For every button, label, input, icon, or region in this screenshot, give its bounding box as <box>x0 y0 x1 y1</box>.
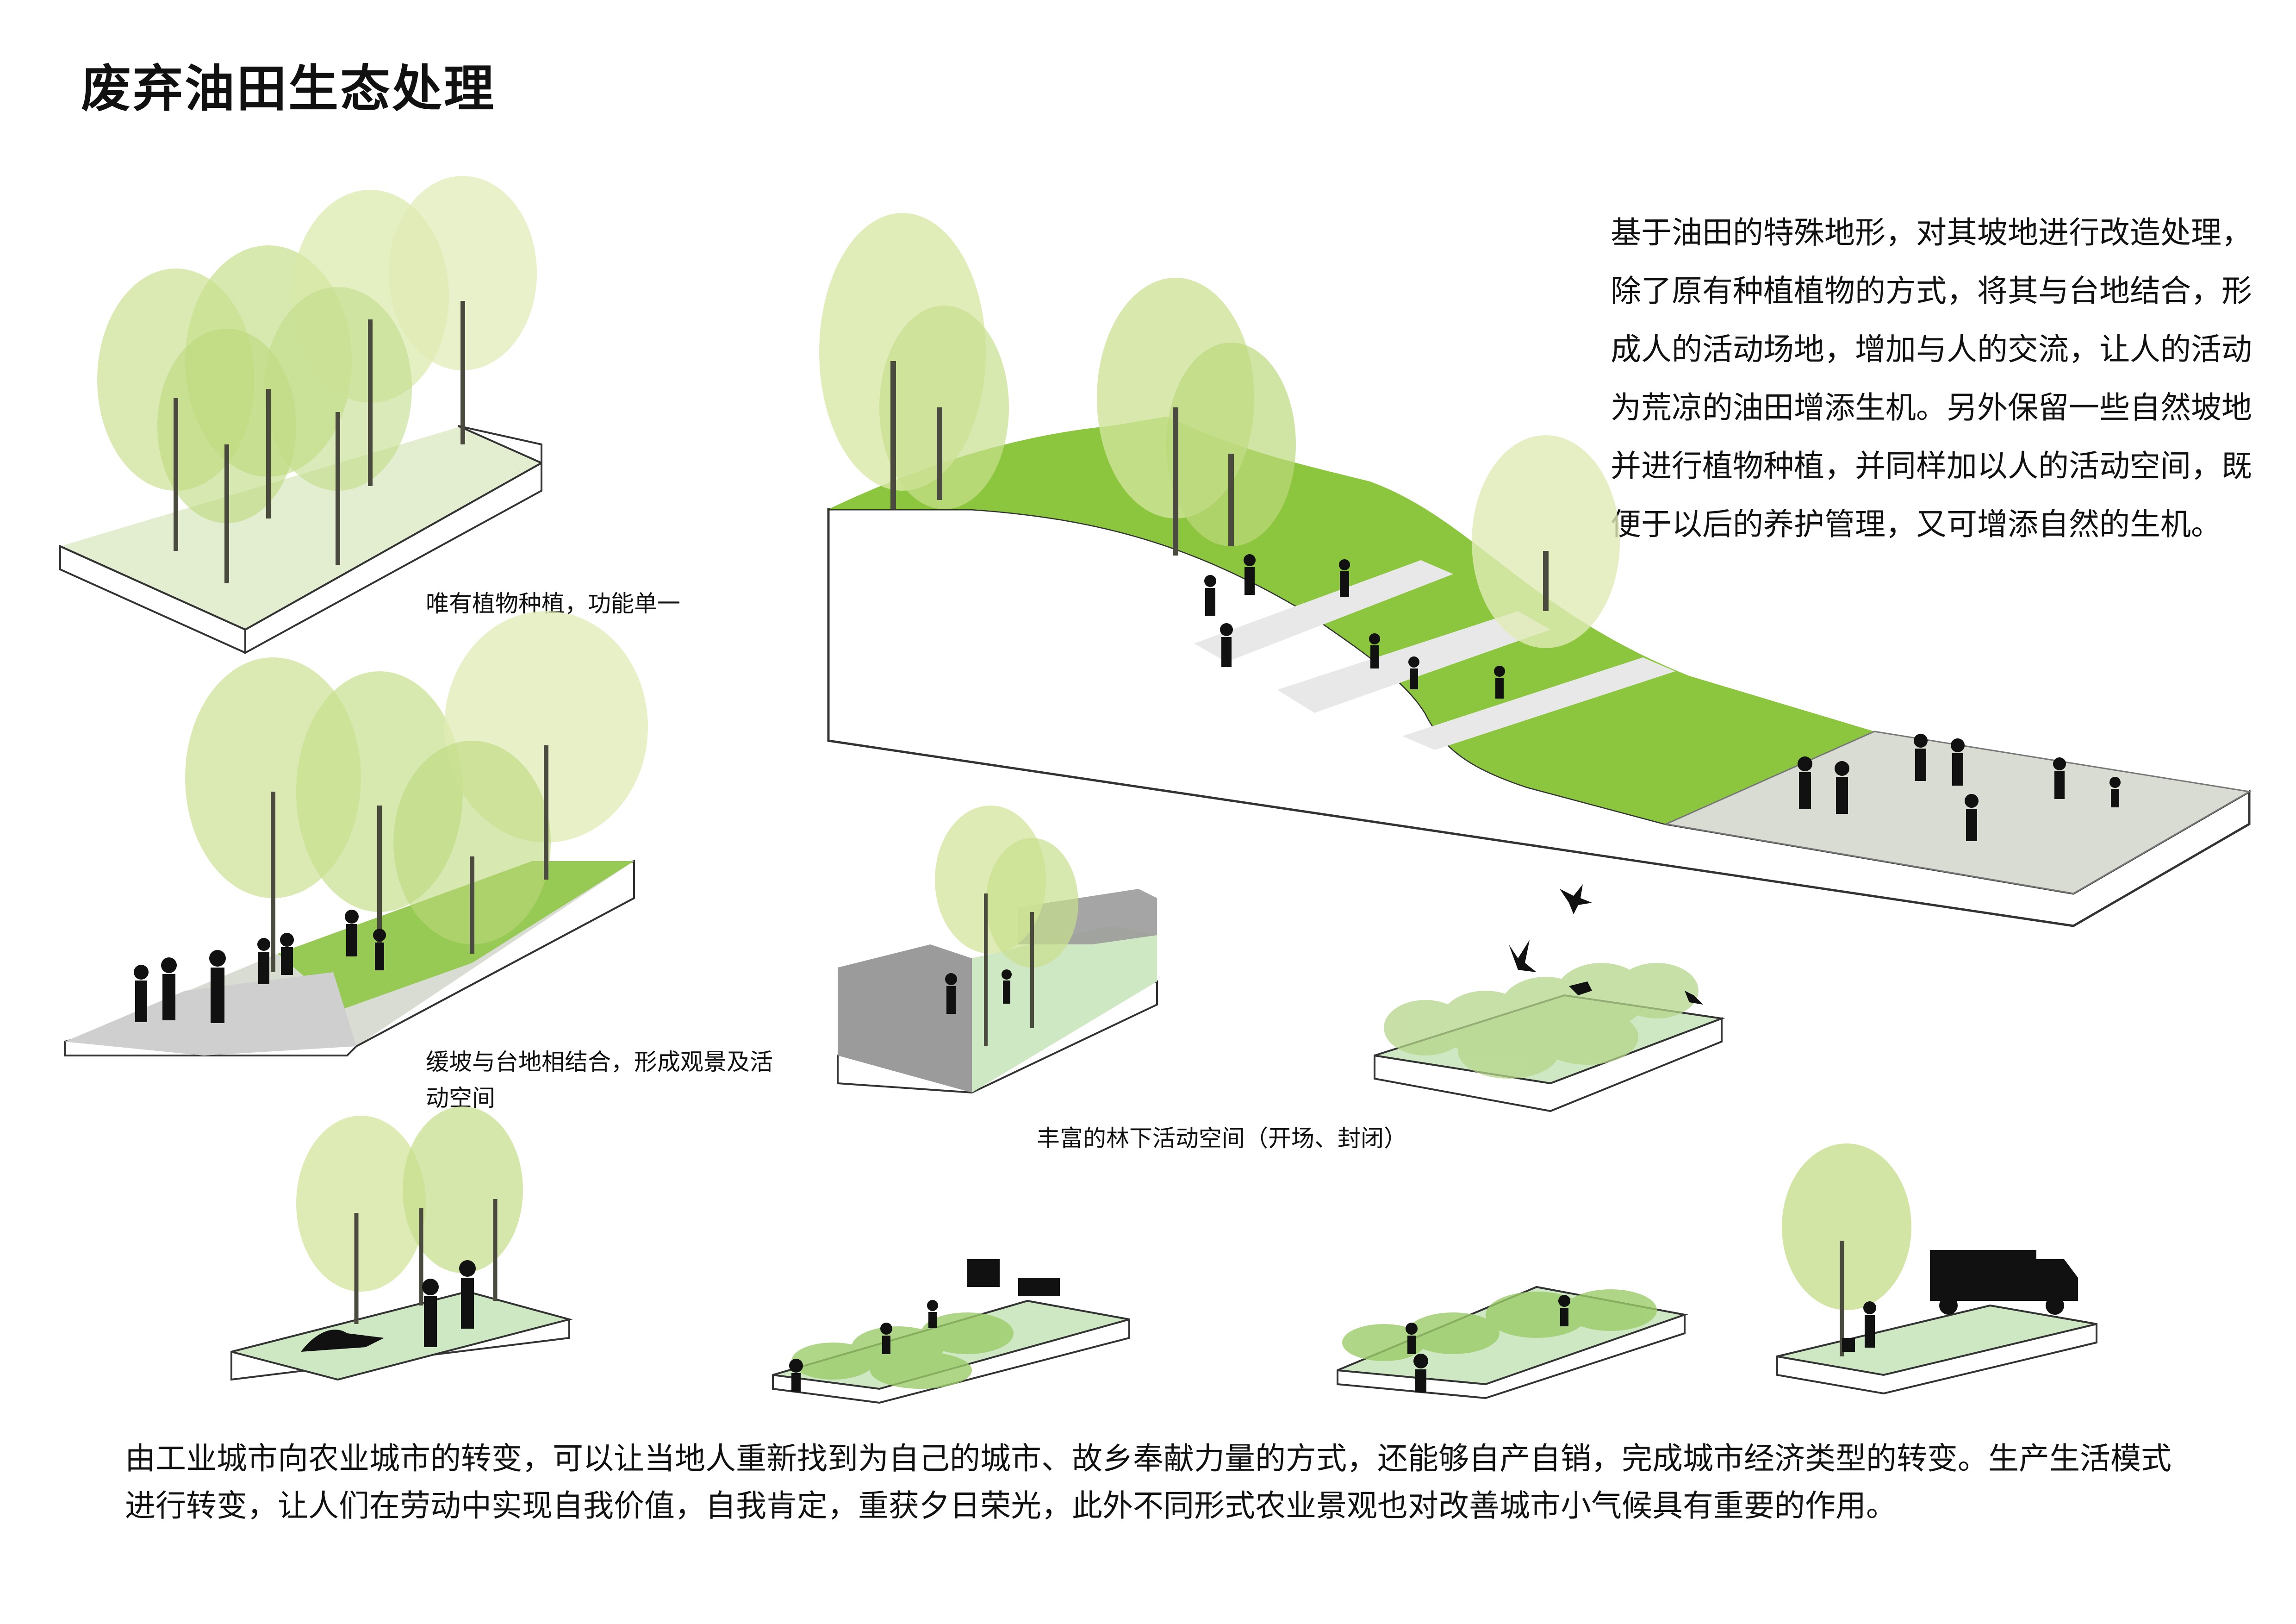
walled-forest-floor <box>972 926 1157 1093</box>
agri-leisure-illustration <box>230 1106 573 1381</box>
delivery-truck-icon <box>1930 1250 2078 1315</box>
slope-section-illustration <box>819 213 2252 927</box>
agri-picking-crops <box>1342 1289 1657 1361</box>
slope-terrace-edge <box>356 897 635 1047</box>
diagram-plant-only <box>56 167 620 667</box>
slope-terrace-people <box>134 910 386 1023</box>
diagram-walled-forest <box>833 806 1166 1111</box>
caption-plant-only: 唯有植物种植，功能单一 <box>426 590 680 617</box>
slope-section-grass <box>828 417 1874 824</box>
walled-forest-people <box>945 969 1012 1014</box>
diagram-slope-terrace <box>56 611 657 1079</box>
diagram-open-forest <box>1370 870 1731 1130</box>
caption-forest-space: 丰富的林下活动空间（开场、封闭） <box>1037 1125 1407 1152</box>
agri-farming-crops <box>791 1312 1014 1389</box>
agri-leisure-canopy-2 <box>403 1106 523 1273</box>
diagram-agri-market <box>1773 1143 2106 1403</box>
agri-leisure-ground <box>231 1290 573 1381</box>
plant-only-ground <box>60 426 541 653</box>
walled-forest-wall-left <box>838 944 972 1093</box>
agri-market-ground <box>1777 1304 2097 1376</box>
agri-market-canopy <box>1782 1143 1911 1310</box>
agri-leisure-people <box>301 1260 476 1352</box>
diagram-slope-section <box>787 167 2268 931</box>
agri-farming-illustration <box>772 1259 1130 1404</box>
agri-picking-people <box>1406 1295 1570 1393</box>
caption-slope-terrace: 缓坡与台地相结合，形成观景及活动空间 <box>426 1049 773 1112</box>
slope-section-trees <box>819 213 1620 648</box>
diagram-agri-picking <box>1333 1245 1694 1403</box>
agri-market-illustration <box>1776 1143 2097 1395</box>
slope-section-people <box>1204 554 2121 841</box>
agri-farming-people <box>789 1259 1060 1392</box>
slope-terrace-illustration <box>64 611 648 1056</box>
page-title: 废弃油田生态处理 <box>81 60 496 118</box>
intro-paragraph: 基于油田的特殊地形，对其坡地进行改造处理，除了原有种植植物的方式，将其与台地结合… <box>1611 215 2252 542</box>
bird-silhouettes <box>1509 884 1703 1005</box>
slope-section-path-1 <box>1194 560 1453 662</box>
agri-leisure-canopy-1 <box>296 1116 426 1292</box>
plant-only-slope-face <box>458 425 542 465</box>
walled-forest-illustration <box>837 806 1158 1094</box>
diagram-agri-leisure <box>227 1106 579 1407</box>
plant-only-trees <box>97 176 537 583</box>
agri-picking-illustration <box>1337 1286 1688 1399</box>
conclusion-paragraph: 由工业城市向农业城市的转变，可以让当地人重新找到为自己的城市、故乡奉献力量的方式… <box>125 1441 2172 1524</box>
walled-forest-canopy-2 <box>986 838 1078 968</box>
slope-terrace-trees <box>185 611 648 972</box>
slope-section-path-3 <box>1402 657 1675 750</box>
plant-only-edge-2 <box>245 462 542 631</box>
plant-only-edge <box>60 545 246 631</box>
agri-market-people <box>1842 1301 1876 1352</box>
open-forest-trees <box>1384 963 1699 1079</box>
open-forest-illustration <box>1374 884 1725 1112</box>
diagram-agri-farming <box>768 1250 1139 1417</box>
plant-only-illustration <box>59 176 542 655</box>
